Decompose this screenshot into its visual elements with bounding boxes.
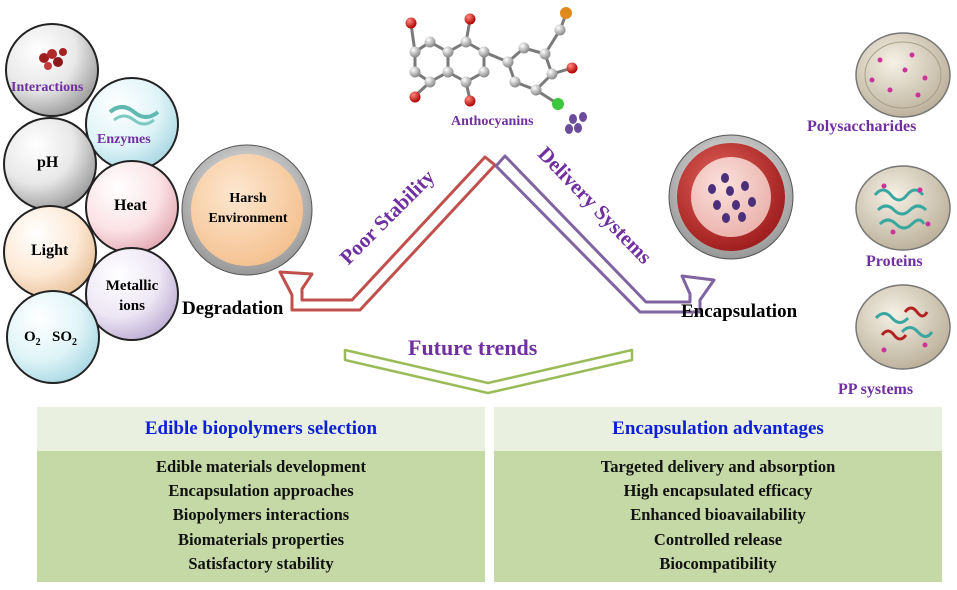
edible-biopolymers-list: Edible materials development Encapsulati…	[37, 451, 485, 582]
list-item: Enhanced bioavailability	[630, 505, 806, 525]
degradation-label: Degradation	[182, 298, 284, 319]
poor-stability-arrow	[278, 155, 497, 312]
encapsulation-label: Encapsulation	[681, 301, 798, 322]
carrier-polysaccharides-label: Polysaccharides	[807, 118, 917, 135]
carrier-pp-systems-label: PP systems	[838, 381, 914, 398]
harsh-environment-sphere	[181, 144, 313, 276]
list-item: Controlled release	[653, 529, 783, 549]
polysaccharides-carrier-icon	[855, 32, 951, 118]
list-item: Biomaterials properties	[177, 529, 345, 549]
harsh-environment-label: Harsh Environment	[208, 191, 288, 226]
factor-ph-label: pH	[37, 154, 59, 171]
delivery-systems-arrow	[494, 154, 716, 314]
list-item: Targeted delivery and absorption	[600, 457, 836, 476]
factor-interactions-label: Interactions	[11, 80, 84, 95]
capsule-anthocyanin-dots	[708, 173, 756, 223]
list-item: Biopolymers interactions	[172, 505, 350, 525]
factor-interactions-bubble	[5, 23, 99, 117]
carrier-proteins-label: Proteins	[866, 253, 923, 270]
proteins-carrier-icon	[855, 165, 951, 251]
poor-stability-label: Poor Stability	[335, 164, 440, 269]
anthocyanins-label: Anthocyanins	[451, 114, 534, 129]
future-trends-label: Future trends	[408, 335, 538, 360]
factor-enzymes-label: Enzymes	[97, 132, 151, 147]
interactions-icon	[39, 48, 67, 70]
encapsulation-advantages-panel: Encapsulation advantages Targeted delive…	[494, 407, 942, 582]
factor-heat-label: Heat	[114, 197, 147, 214]
encapsulation-advantages-list: Targeted delivery and absorption High en…	[494, 451, 942, 582]
factor-o2-so2-bubble	[6, 290, 100, 384]
encapsulation-capsule	[668, 134, 794, 260]
factor-metallic-ions-bubble	[85, 247, 179, 341]
so2-text: SO2	[52, 329, 78, 348]
anthocyanin-dots-icon	[565, 112, 587, 134]
factor-light-label: Light	[31, 242, 69, 259]
list-item: Satisfactory stability	[188, 553, 334, 573]
list-item: Edible materials development	[156, 457, 366, 476]
factor-so2-label: SO2	[52, 329, 77, 348]
anthocyanin-molecule-icon	[409, 13, 573, 106]
o2-text: O2	[24, 329, 41, 348]
factor-enzymes-bubble	[85, 77, 179, 171]
list-item: Biocompatibility	[659, 553, 777, 573]
edible-biopolymers-title: Edible biopolymers selection	[37, 407, 485, 451]
future-trends-arrow	[343, 348, 634, 395]
factor-metallic-ions-label: Metallic ions	[105, 278, 159, 314]
list-item: High encapsulated efficacy	[623, 481, 813, 501]
factor-o2-label: O2	[24, 329, 41, 348]
molecule-atoms	[405, 7, 578, 110]
enzyme-icon	[108, 105, 160, 126]
pp-systems-carrier-icon	[855, 284, 951, 370]
edible-biopolymers-panel: Edible biopolymers selection Edible mate…	[37, 407, 485, 582]
encapsulation-advantages-title: Encapsulation advantages	[494, 407, 942, 451]
list-item: Encapsulation approaches	[168, 481, 354, 501]
